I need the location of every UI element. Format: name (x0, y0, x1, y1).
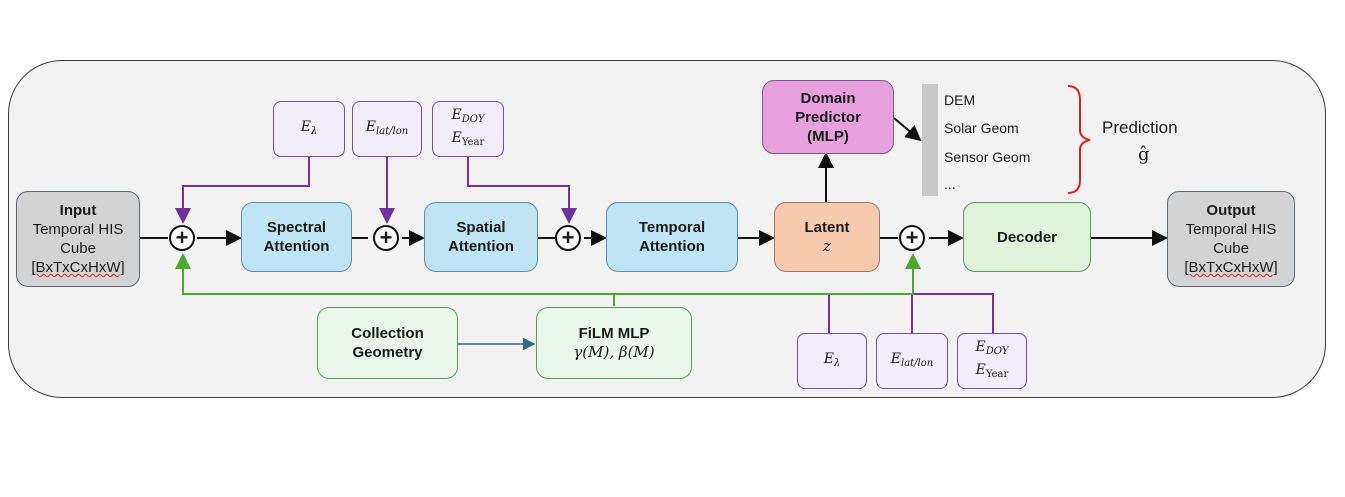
decoder-block: Decoder (963, 202, 1091, 272)
input-line1: Temporal HIS (32, 221, 124, 238)
embedding-time-top: EDOY EYear (432, 101, 504, 157)
embedding-base: E (300, 118, 311, 135)
temporal-line2: Attention (639, 238, 705, 255)
embedding-base: E (975, 339, 986, 355)
add-node-2: + (373, 225, 399, 251)
temporal-line1: Temporal (638, 219, 706, 236)
input-title: Input (59, 202, 97, 219)
prediction-item-sensor: Sensor Geom (944, 149, 1031, 165)
embedding-sub: Year (461, 137, 485, 148)
spatial-line1: Spatial (456, 219, 506, 236)
spatial-attention-block: Spatial Attention (424, 202, 538, 272)
output-shape: [BxTxCxHxW] (1184, 259, 1278, 276)
film-title: FiLM MLP (578, 325, 650, 342)
embedding-base: E (451, 130, 462, 146)
latent-symbol: z (823, 237, 831, 255)
film-mlp-block: FiLM MLP γ(M), β(M) (536, 307, 692, 379)
domain-line3: (MLP) (807, 127, 849, 145)
embedding-sub: DOY (985, 346, 1009, 357)
output-line2: Cube (1213, 240, 1249, 257)
add-node-1: + (169, 225, 195, 251)
domain-line1: Domain (800, 89, 856, 107)
embedding-base: E (975, 362, 986, 378)
input-block: Input Temporal HIS Cube [BxTxCxHxW] (16, 191, 140, 287)
collection-geometry-block: Collection Geometry (317, 307, 458, 379)
embedding-sub: λ (310, 125, 318, 137)
spectral-attention-block: Spectral Attention (241, 202, 352, 272)
temporal-attention-block: Temporal Attention (606, 202, 738, 272)
embedding-lambda-top: Eλ (273, 101, 345, 157)
prediction-item-more: ... (944, 176, 956, 192)
arrow-domain-to-predictions (893, 117, 922, 142)
embedding-latlon-bottom: Elat/lon (876, 333, 948, 389)
embedding-lambda-bottom: Eλ (797, 333, 867, 389)
prediction-item-solar: Solar Geom (944, 120, 1019, 136)
add-node-4: + (899, 225, 925, 251)
domain-line2: Predictor (795, 108, 861, 126)
embedding-sub: λ (833, 357, 841, 369)
prediction-targets-bar (922, 84, 938, 196)
prediction-bracket (1067, 85, 1091, 194)
wire-film-to-add4 (614, 253, 921, 295)
embedding-base: E (451, 107, 462, 123)
spectral-line1: Spectral (266, 219, 327, 236)
prediction-item-dem: DEM (944, 92, 976, 108)
embedding-sub: Year (985, 369, 1009, 380)
prediction-label: Prediction (1102, 118, 1178, 137)
input-line2: Cube (60, 240, 96, 257)
add-node-3: + (555, 225, 581, 251)
wire-elambda-to-add1 (175, 157, 310, 224)
embedding-base: E (890, 350, 901, 367)
domain-predictor-block: Domain Predictor (MLP) (762, 80, 894, 154)
prediction-symbol: ĝ (1138, 144, 1150, 165)
embedding-base: E (365, 118, 376, 135)
embedding-latlon-top: Elat/lon (352, 101, 422, 157)
latent-block: Latent z (774, 202, 880, 272)
input-shape: [BxTxCxHxW] (31, 259, 125, 276)
spatial-line2: Attention (448, 238, 514, 255)
latent-title: Latent (804, 219, 850, 236)
embedding-sub: DOY (461, 114, 485, 125)
collection-line1: Collection (351, 325, 424, 342)
embedding-base: E (823, 350, 834, 367)
wire-film-to-add1 (175, 253, 615, 306)
wire-edoy-to-add3 (467, 157, 577, 224)
spectral-line2: Attention (263, 238, 330, 255)
film-formula: γ(M), β(M) (573, 343, 655, 361)
output-title: Output (1206, 202, 1256, 219)
output-line1: Temporal HIS (1185, 221, 1277, 238)
embedding-time-bottom: EDOY EYear (957, 333, 1027, 389)
embedding-sub: lat/lon (376, 125, 409, 137)
collection-line2: Geometry (352, 344, 423, 361)
output-block: Output Temporal HIS Cube [BxTxCxHxW] (1167, 191, 1295, 287)
embedding-sub: lat/lon (901, 357, 934, 369)
decoder-title: Decoder (996, 228, 1058, 246)
